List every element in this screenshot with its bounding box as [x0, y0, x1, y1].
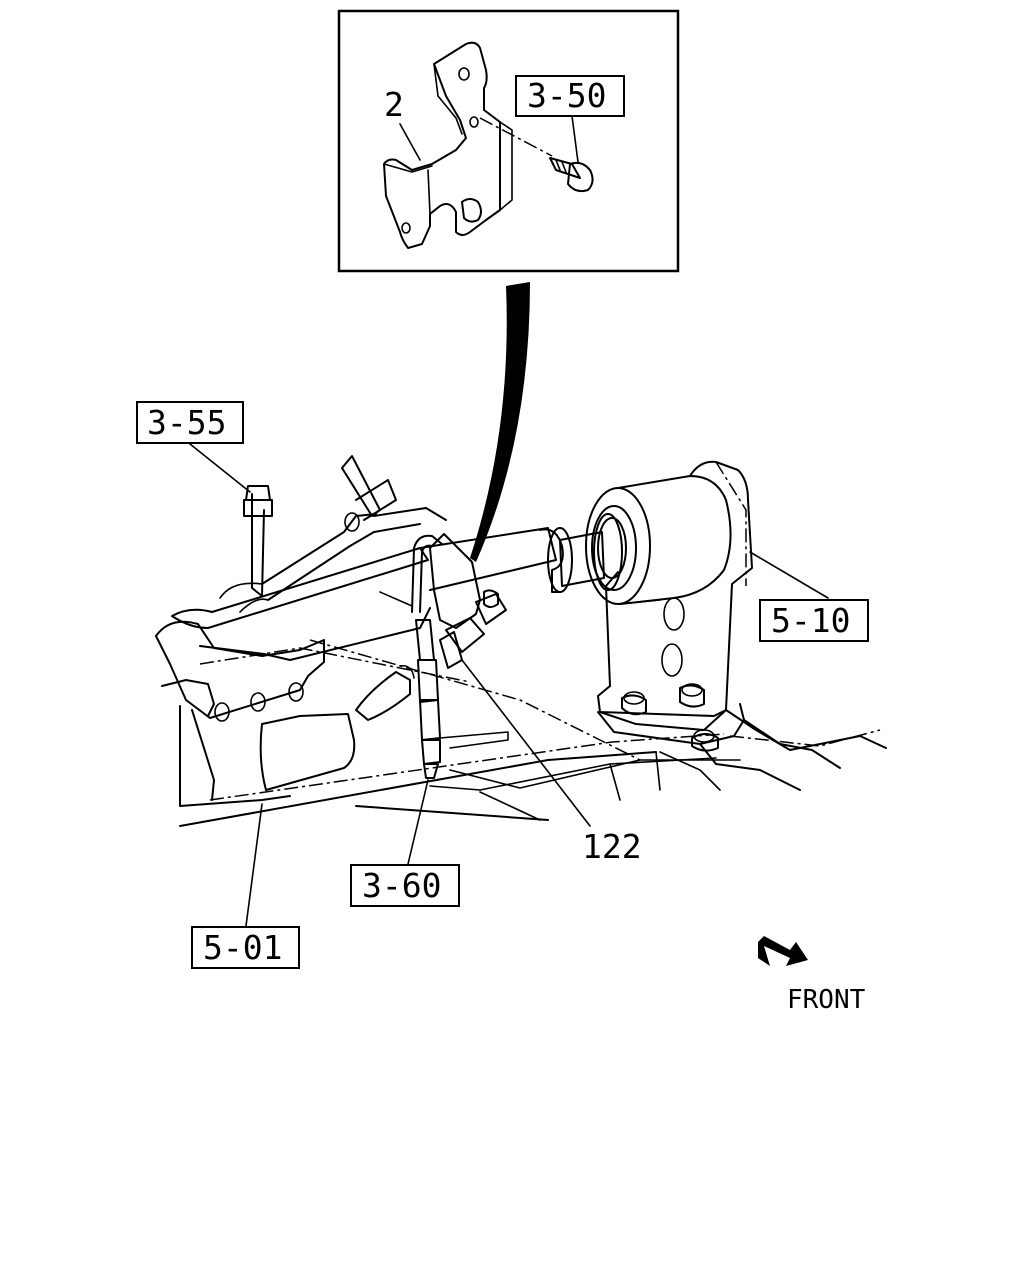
callout-part-2-label: 2: [384, 85, 404, 124]
callout-ref-3-50-label: 3-50: [527, 76, 606, 115]
callout-ref-3-60[interactable]: 3-60: [350, 779, 460, 907]
callout-ref-5-01-label: 5-01: [203, 928, 282, 967]
detail-inset: 2 3-50: [337, 9, 680, 273]
callout-ref-3-60-label: 3-60: [362, 866, 441, 905]
detail-pointer: [470, 282, 530, 562]
callout-ref-3-50-box: [515, 75, 625, 117]
callout-ref-5-10-label: 5-10: [771, 601, 850, 640]
callout-ref-5-01[interactable]: 5-01: [191, 803, 300, 969]
callout-ref-3-60-box: [350, 864, 460, 907]
callout-ref-5-10-box: [759, 599, 869, 642]
mount-nuts: [621, 683, 719, 752]
bolt-drawing: [479, 115, 594, 193]
callout-part-122-label: 122: [582, 827, 642, 866]
callout-ref-5-10[interactable]: 5-10: [749, 551, 869, 642]
callout-ref-3-55-box: [136, 401, 244, 444]
clip-122-drawing: [429, 533, 507, 669]
callout-part-2[interactable]: 2: [384, 85, 421, 161]
callout-part-122[interactable]: 122: [461, 659, 642, 866]
front-label: FRONT: [787, 985, 866, 1015]
callout-ref-3-50[interactable]: 3-50: [515, 75, 625, 117]
callout-ref-3-55-label: 3-55: [147, 403, 226, 442]
front-arrow-icon: [758, 936, 808, 966]
callout-ref-3-55[interactable]: 3-55: [136, 401, 251, 493]
bracket-drawing: [383, 41, 513, 249]
main-assembly: [155, 455, 887, 827]
front-direction-indicator: FRONT: [758, 936, 866, 1015]
callout-ref-5-01-box: [191, 926, 300, 969]
